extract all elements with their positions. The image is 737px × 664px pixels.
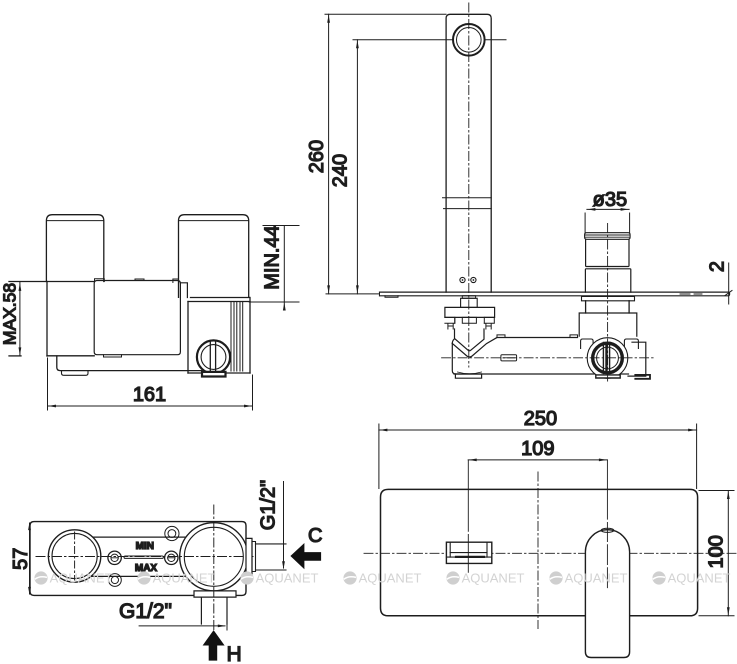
svg-text:H: H [227,643,242,664]
svg-text:MIN: MIN [136,541,154,552]
svg-text:100: 100 [706,535,728,568]
svg-text:G1/2": G1/2" [258,480,280,530]
svg-text:260: 260 [306,140,328,173]
svg-text:ø35: ø35 [593,189,627,211]
svg-text:250: 250 [524,408,557,430]
svg-text:240: 240 [330,154,352,187]
svg-text:57: 57 [10,548,32,570]
svg-text:161: 161 [133,384,166,406]
svg-text:MAX.58: MAX.58 [0,283,20,345]
svg-text:MIN.44: MIN.44 [262,225,284,289]
svg-text:2: 2 [707,261,729,272]
svg-text:G1/2": G1/2" [119,600,172,623]
svg-text:C: C [308,525,322,547]
svg-text:109: 109 [521,438,554,460]
